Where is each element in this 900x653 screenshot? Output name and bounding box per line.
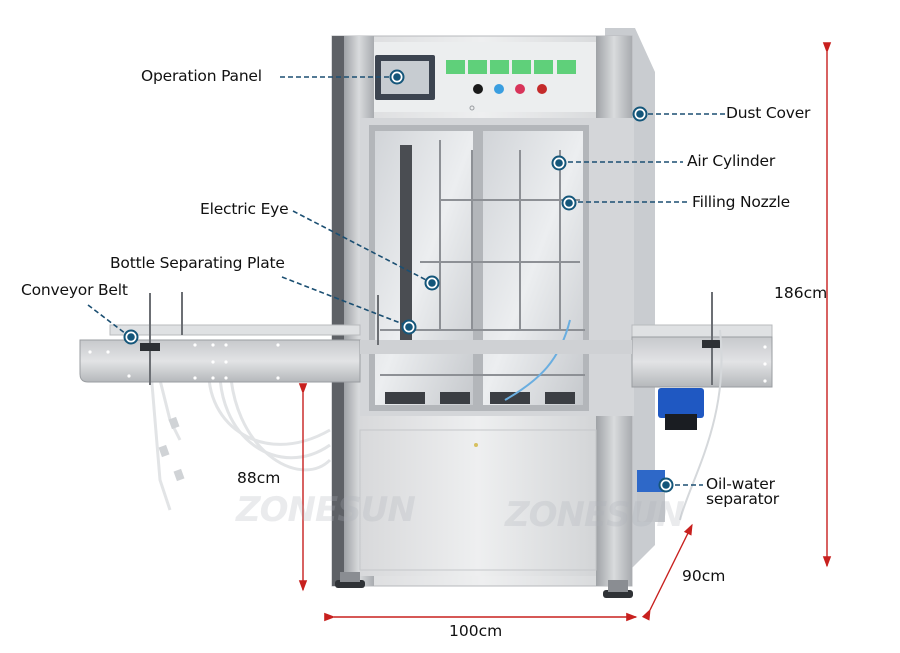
- dimension-height: 186cm: [774, 284, 828, 302]
- label-conveyor-belt: Conveyor Belt: [21, 281, 128, 299]
- label-oil-water-line2: separator: [706, 490, 779, 508]
- label-filling-nozzle: Filling Nozzle: [692, 193, 790, 211]
- label-operation-panel: Operation Panel: [141, 67, 262, 85]
- label-bottle-separating-plate: Bottle Separating Plate: [110, 254, 285, 272]
- label-oil-water-line1: Oil-water: [706, 475, 775, 493]
- watermark: ZONESUN: [236, 490, 416, 530]
- callout-markers: [123, 69, 674, 493]
- watermark: ZONESUN: [505, 495, 685, 535]
- label-dust-cover: Dust Cover: [726, 104, 811, 122]
- indicator-lights: [446, 60, 576, 74]
- dimension-depth: 90cm: [682, 567, 726, 585]
- dimension-conveyor-height: 88cm: [237, 469, 281, 487]
- label-air-cylinder: Air Cylinder: [687, 152, 775, 170]
- label-electric-eye: Electric Eye: [200, 200, 289, 218]
- dimension-width: 100cm: [449, 622, 503, 640]
- label-oil-water-separator: Oil-water separator: [706, 475, 779, 508]
